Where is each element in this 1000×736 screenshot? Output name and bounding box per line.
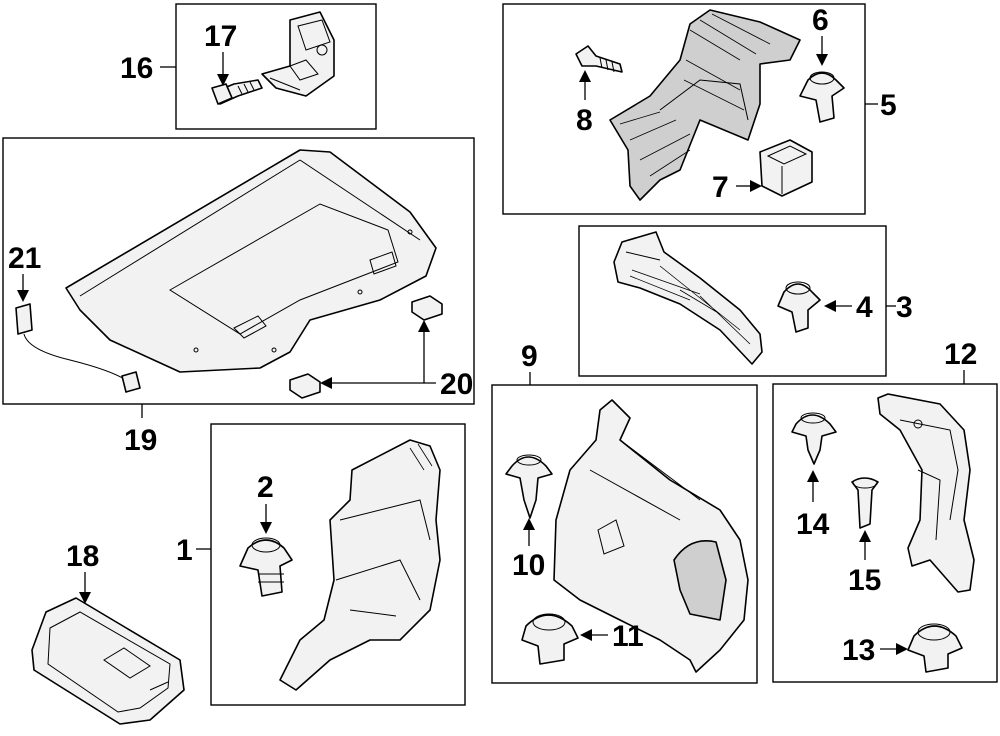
callout-16: 16 bbox=[120, 52, 176, 85]
group-5-box bbox=[502, 3, 866, 215]
part-10-pin bbox=[505, 454, 553, 519]
part-13-clip bbox=[907, 623, 963, 673]
svg-text:12: 12 bbox=[944, 338, 977, 371]
callout-15: 15 bbox=[848, 530, 881, 597]
svg-text:3: 3 bbox=[896, 291, 913, 324]
callout-13: 13 bbox=[842, 634, 908, 667]
callout-6: 6 bbox=[812, 4, 829, 66]
callout-18: 18 bbox=[66, 540, 99, 604]
part-1-side-trim bbox=[279, 439, 441, 691]
callout-20: 20 bbox=[320, 320, 473, 401]
callout-5: 5 bbox=[865, 89, 897, 122]
group-3-box bbox=[578, 225, 887, 377]
svg-text:14: 14 bbox=[796, 508, 830, 541]
svg-text:8: 8 bbox=[576, 104, 593, 137]
part-6-clip bbox=[799, 71, 845, 123]
svg-text:19: 19 bbox=[124, 424, 157, 457]
callout-19: 19 bbox=[124, 404, 157, 457]
svg-text:4: 4 bbox=[856, 291, 873, 324]
callout-11: 11 bbox=[580, 620, 644, 653]
part-18-storage-tray bbox=[31, 597, 185, 725]
svg-text:11: 11 bbox=[612, 620, 644, 653]
callout-14: 14 bbox=[796, 470, 830, 541]
svg-text:2: 2 bbox=[257, 471, 274, 504]
svg-text:5: 5 bbox=[880, 89, 897, 122]
callout-21: 21 bbox=[8, 242, 41, 302]
part-20-clip-upper bbox=[411, 295, 443, 321]
callout-12: 12 bbox=[944, 338, 977, 384]
part-15-rivet bbox=[851, 477, 879, 529]
callout-9: 9 bbox=[521, 340, 538, 385]
callout-17: 17 bbox=[204, 20, 237, 86]
part-19-cover-panel bbox=[65, 149, 437, 373]
callout-3: 3 bbox=[886, 291, 913, 324]
part-11-clip bbox=[521, 613, 579, 665]
part-16-bracket bbox=[261, 11, 335, 97]
svg-text:13: 13 bbox=[842, 634, 875, 667]
callout-7: 7 bbox=[712, 171, 762, 204]
part-5-trim-panel bbox=[609, 9, 801, 201]
part-14-pin bbox=[791, 412, 837, 465]
part-3-sill-trim bbox=[613, 231, 763, 365]
group-9-box bbox=[491, 384, 758, 684]
part-12-bracket bbox=[877, 393, 975, 593]
part-8-screw bbox=[575, 45, 623, 73]
svg-text:20: 20 bbox=[440, 368, 473, 401]
group-19-box bbox=[2, 137, 475, 405]
callout-8: 8 bbox=[576, 70, 593, 137]
svg-text:6: 6 bbox=[812, 4, 829, 37]
part-20-clip-lower bbox=[289, 373, 321, 399]
svg-text:9: 9 bbox=[521, 340, 538, 373]
group-1-box bbox=[210, 423, 466, 706]
part-4-clip bbox=[777, 281, 821, 333]
svg-text:10: 10 bbox=[512, 549, 545, 582]
svg-text:21: 21 bbox=[8, 242, 41, 275]
part-7-grommet bbox=[759, 139, 813, 197]
callout-2: 2 bbox=[257, 471, 274, 534]
group-12-box bbox=[772, 383, 998, 683]
svg-text:7: 7 bbox=[712, 171, 729, 204]
callout-1: 1 bbox=[176, 534, 211, 567]
callout-4: 4 bbox=[824, 291, 873, 324]
part-9-quarter-trim bbox=[553, 399, 749, 673]
svg-text:1: 1 bbox=[176, 534, 193, 567]
svg-text:17: 17 bbox=[204, 20, 237, 53]
part-17-bolt bbox=[211, 79, 263, 105]
svg-text:16: 16 bbox=[120, 52, 153, 85]
part-21-harness bbox=[15, 303, 141, 393]
part-2-clip bbox=[239, 537, 293, 597]
callout-10: 10 bbox=[512, 518, 545, 582]
svg-text:18: 18 bbox=[66, 540, 99, 573]
svg-text:15: 15 bbox=[848, 564, 881, 597]
